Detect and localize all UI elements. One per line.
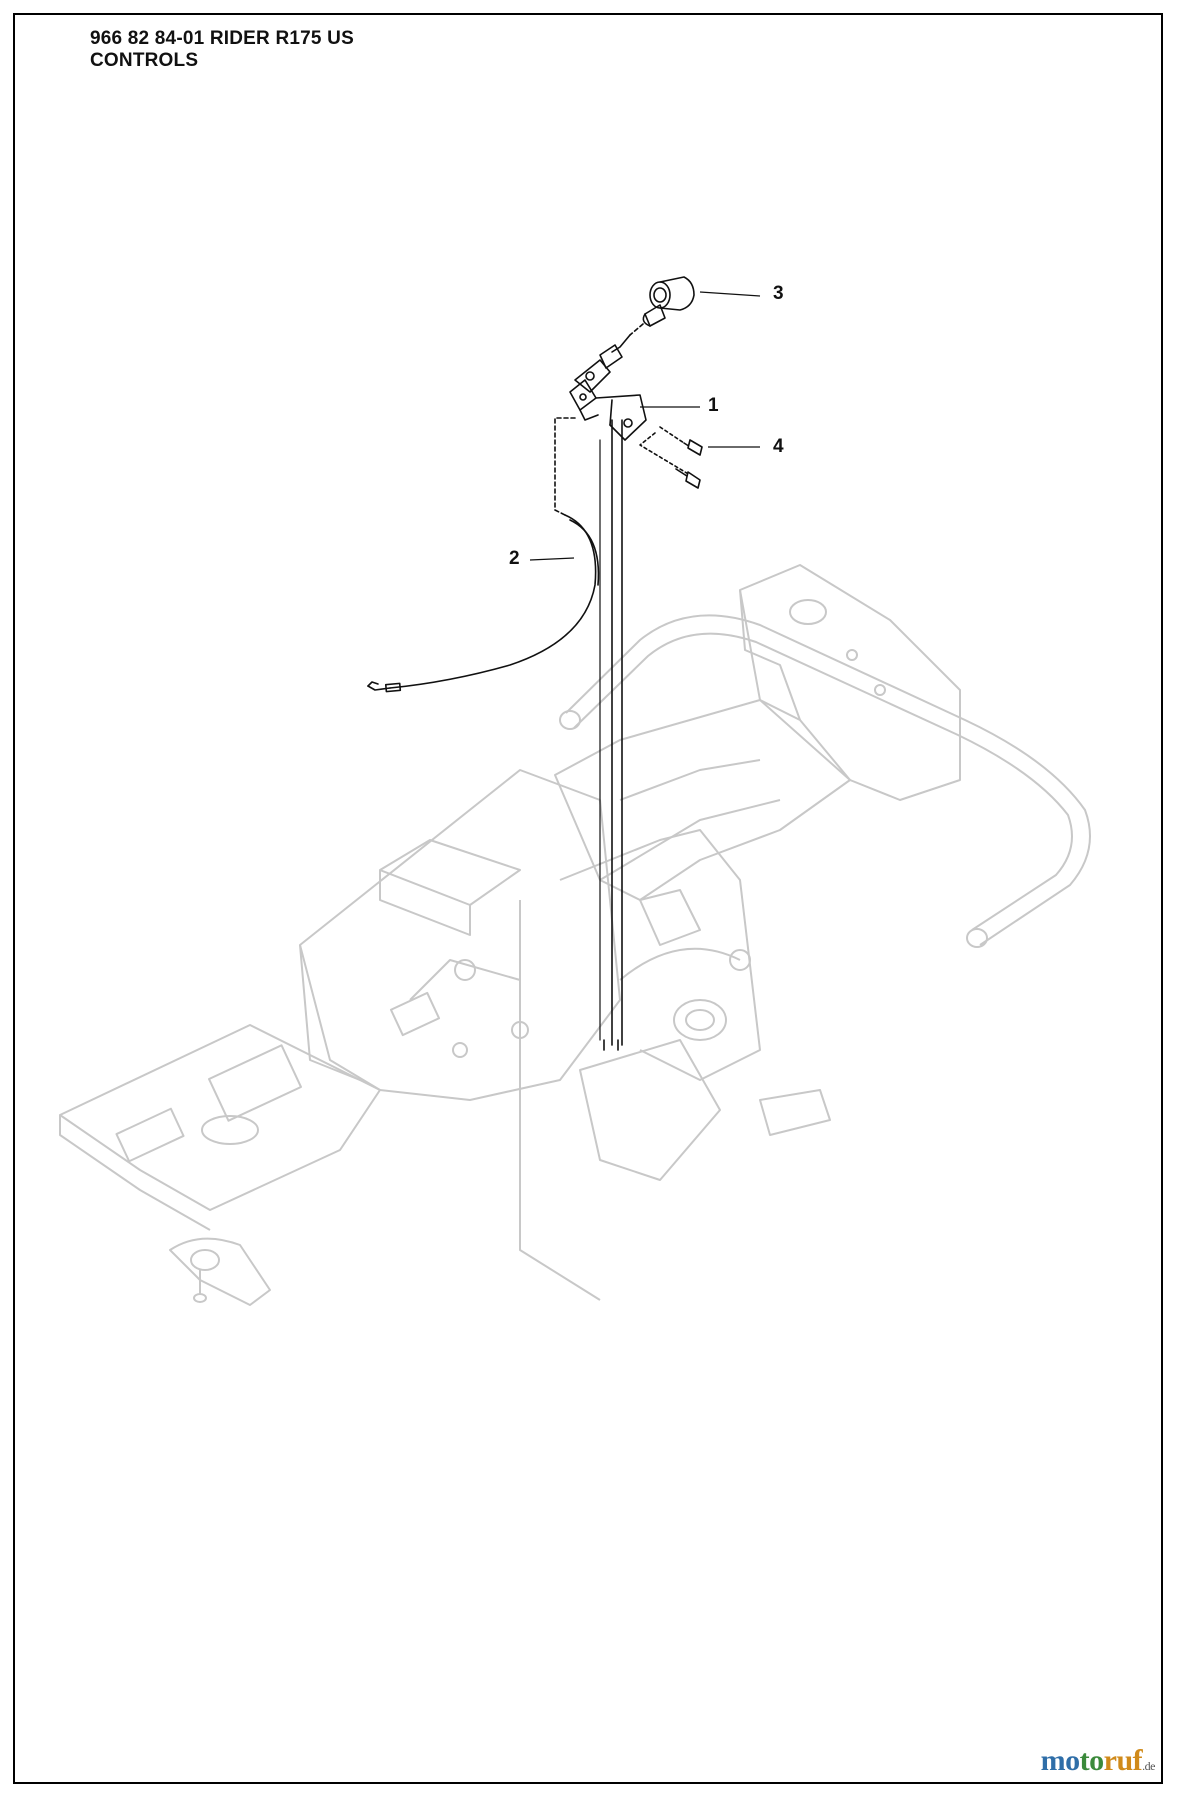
callout-1: 1 bbox=[708, 395, 719, 416]
control-lever-part-1 bbox=[569, 334, 647, 1051]
control-parts bbox=[367, 276, 703, 1051]
screws-part-4 bbox=[639, 426, 703, 489]
drawing-sheet bbox=[13, 13, 1163, 1784]
throttle-knob-part-3 bbox=[629, 276, 695, 336]
model-number-title: 966 82 84-01 RIDER R175 US bbox=[90, 28, 354, 49]
mower-frame-ghost bbox=[59, 564, 1091, 1306]
callout-3: 3 bbox=[773, 283, 784, 304]
diagram-title: 966 82 84-01 RIDER R175 US CONTROLS bbox=[90, 28, 354, 72]
section-title: CONTROLS bbox=[90, 50, 199, 71]
throttle-cable-part-2 bbox=[367, 417, 600, 693]
callout-4: 4 bbox=[773, 436, 784, 457]
motoruf-watermark-logo: motoruf.de bbox=[1040, 1744, 1156, 1777]
callout-2: 2 bbox=[509, 548, 520, 569]
leader-lines bbox=[529, 291, 761, 561]
